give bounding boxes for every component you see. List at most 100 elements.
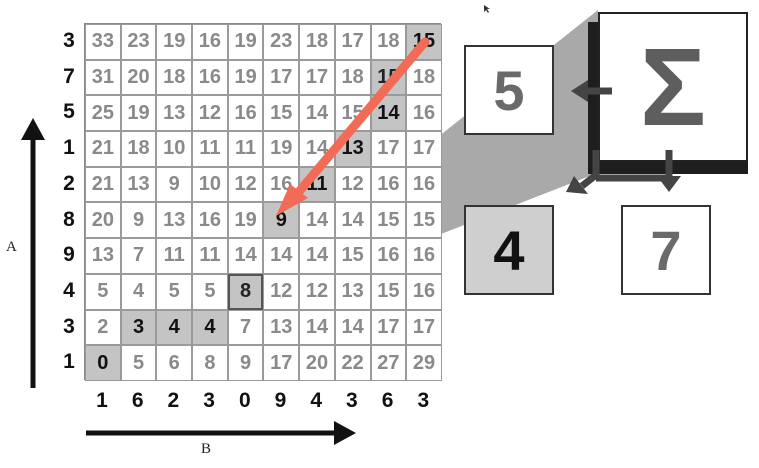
horizontal-arrow-b	[86, 421, 356, 445]
grid-cell: 21	[85, 131, 121, 167]
grid-cell: 13	[85, 238, 121, 274]
grid-cell: 16	[192, 59, 228, 96]
grid-cell: 11	[192, 131, 228, 167]
axis-b-label: B	[201, 441, 212, 457]
grid-cell: 16	[192, 24, 228, 60]
grid-cell: 16	[227, 95, 264, 132]
grid-cell: 18	[120, 131, 157, 167]
row-label: 1	[63, 350, 75, 374]
grid-cell: 19	[120, 95, 157, 132]
grid-cell: 5	[120, 345, 157, 381]
arrow-to-down-icon	[596, 150, 681, 192]
grid-cell: 16	[406, 95, 442, 132]
grid-cell: 4	[120, 273, 157, 310]
axis-a-label: A	[6, 239, 17, 255]
grid-cell: 33	[85, 24, 121, 60]
grid-cell: 13	[156, 202, 193, 239]
col-label: 6	[381, 389, 394, 412]
grid-cell: 29	[406, 345, 442, 381]
col-label: 1	[96, 389, 108, 412]
grid-cell: 17	[406, 131, 442, 167]
grid-cell: 17	[263, 59, 300, 96]
grid-cell: 5	[156, 273, 193, 310]
grid-cell: 14	[227, 238, 264, 274]
grid-cell: 31	[85, 59, 121, 96]
grid-cell: 21	[85, 166, 121, 203]
grid-cell: 16	[370, 238, 407, 274]
sigma-cube: Σ	[598, 12, 748, 162]
grid-cell: 16	[406, 238, 442, 274]
grid-cell: 14	[334, 309, 371, 346]
grid-cell: 18	[334, 59, 371, 96]
col-label: 0	[238, 389, 251, 412]
grid-cell: 9	[120, 202, 157, 239]
cursor-icon	[484, 5, 490, 13]
grid-cell: 13	[120, 166, 157, 203]
col-label: 3	[346, 389, 358, 412]
grid-cell: 7	[120, 238, 157, 274]
grid-cell: 14	[299, 238, 335, 274]
grid-cell: 12	[299, 273, 335, 310]
grid-cell: 11	[227, 131, 264, 167]
grid-cell: 9	[227, 345, 264, 381]
grid-cell: 16	[406, 166, 442, 203]
grid-cell: 4	[156, 309, 193, 346]
grid-cell: 14	[299, 309, 335, 346]
grid-cell: 15	[370, 273, 407, 310]
grid-cell: 5	[192, 273, 228, 310]
row-label: 5	[63, 100, 75, 124]
grid-cell: 14	[299, 202, 335, 239]
grid-cell: 25	[85, 95, 121, 132]
col-label: 3	[417, 389, 430, 412]
red-path-arrow-icon	[276, 37, 430, 216]
grid-cell: 17	[299, 59, 335, 96]
grid-cell: 17	[406, 309, 442, 346]
col-label: 4	[310, 389, 323, 412]
grid-cell: 19	[227, 24, 264, 60]
grid-cell: 14	[299, 95, 335, 132]
grid-cell: 14	[263, 238, 300, 274]
zoom-down-value: 7	[650, 218, 682, 282]
grid-cell: 19	[227, 59, 264, 96]
row-label: 8	[63, 207, 75, 231]
grid-cell: 23	[120, 24, 157, 60]
grid-cell: 18	[299, 24, 335, 60]
grid-cell: 12	[334, 166, 371, 203]
vertical-arrow-a	[21, 118, 45, 388]
arrow-to-left-icon	[571, 80, 612, 102]
row-label: 3	[63, 29, 75, 52]
grid-cell: 0	[85, 345, 121, 381]
grid-cell: 19	[263, 131, 300, 167]
arrow-to-diag-icon	[566, 150, 600, 194]
grid-cell: 17	[370, 309, 407, 346]
grid-cell: 16	[192, 202, 228, 239]
grid-cell: 10	[156, 131, 193, 167]
grid-cell: 8	[227, 273, 264, 310]
grid-cell: 19	[156, 24, 193, 60]
grid-cell: 18	[406, 59, 442, 96]
grid-cell: 11	[156, 238, 193, 274]
col-label: 6	[131, 389, 144, 412]
grid-cell: 18	[370, 24, 407, 60]
grid-cell: 11	[192, 238, 228, 274]
sigma-symbol: Σ	[639, 25, 706, 149]
grid-cell: 18	[156, 59, 193, 96]
grid-cell: 13	[156, 95, 193, 132]
grid-cell: 12	[227, 166, 264, 203]
grid-cell: 2	[85, 309, 121, 346]
grid-cell: 17	[334, 24, 371, 60]
zoom-diag-value: 4	[493, 218, 525, 282]
grid-cell: 9	[263, 202, 300, 239]
grid-cell: 12	[263, 273, 300, 310]
grid-cell: 27	[370, 345, 407, 381]
grid-cell: 3	[120, 309, 157, 346]
grid-cell: 7	[227, 309, 264, 346]
grid-cell: 5	[85, 273, 121, 310]
grid-cell: 6	[156, 345, 193, 381]
grid-cell: 10	[192, 166, 228, 203]
grid-cell: 20	[299, 345, 335, 381]
row-label: 3	[63, 314, 75, 338]
grid-cell: 15	[263, 95, 300, 132]
